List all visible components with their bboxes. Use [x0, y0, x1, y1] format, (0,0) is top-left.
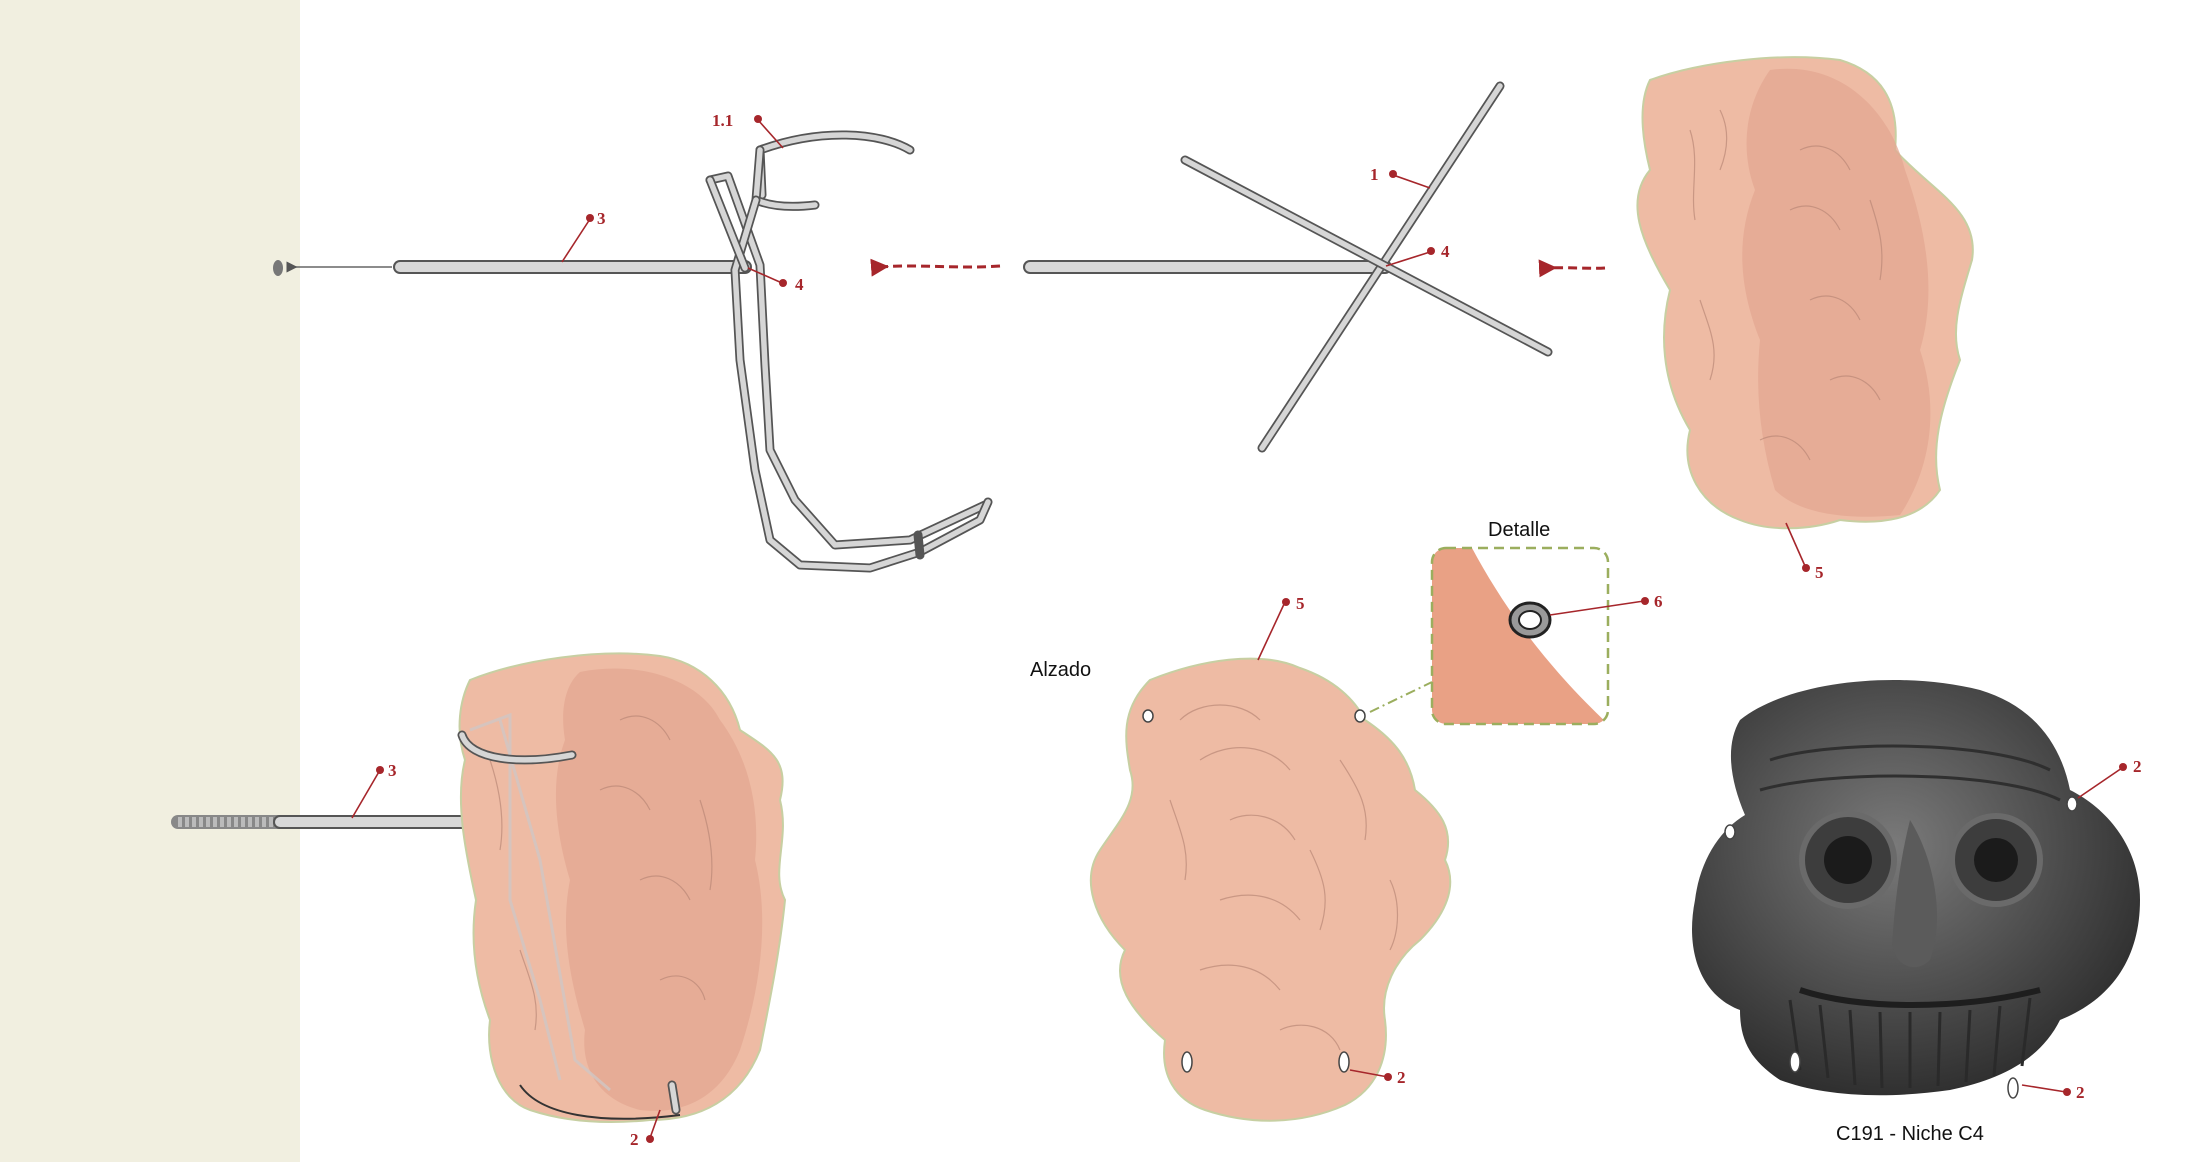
label-6-detail: 6	[1654, 592, 1663, 611]
label-2-photo-bottom: 2	[2076, 1083, 2085, 1102]
label-1-1-top-left: 1.1	[712, 111, 733, 130]
elevation-view: Alzado 5 2	[1030, 594, 1452, 1122]
assembly-arrow-1	[870, 258, 1001, 277]
assembly-arrow-2	[1538, 259, 1606, 278]
photo-caption: C191 - Niche C4	[1836, 1123, 1984, 1145]
label-5-top-right: 5	[1815, 563, 1824, 582]
label-1-top-middle: 1	[1370, 165, 1379, 184]
top-left-assembly: 1.1 3 4	[273, 111, 993, 573]
label-2-bottom-left: 2	[630, 1130, 639, 1149]
detail-title: Detalle	[1488, 519, 1550, 541]
label-4-top-left: 4	[795, 275, 804, 294]
wall-anchor	[273, 260, 283, 276]
label-3-bottom-left: 3	[388, 761, 397, 780]
top-right-head: 5	[1636, 56, 1974, 582]
artifact-photo: 2 2 C191 - Niche C4	[1692, 680, 2142, 1145]
label-4-top-middle: 4	[1441, 242, 1450, 261]
elevation-title: Alzado	[1030, 659, 1091, 681]
label-3-top-left: 3	[597, 209, 606, 228]
label-2-photo-top: 2	[2133, 757, 2142, 776]
label-2-elevation: 2	[1397, 1068, 1406, 1087]
wall-panel	[0, 0, 300, 1162]
bottom-left-mounted-head: 3 2	[171, 652, 787, 1149]
top-middle-assembly: 1 4	[1023, 81, 1553, 453]
label-5-elevation: 5	[1296, 594, 1305, 613]
detail-inset: Detalle 6	[1369, 519, 1663, 726]
wire-frame	[705, 130, 993, 573]
